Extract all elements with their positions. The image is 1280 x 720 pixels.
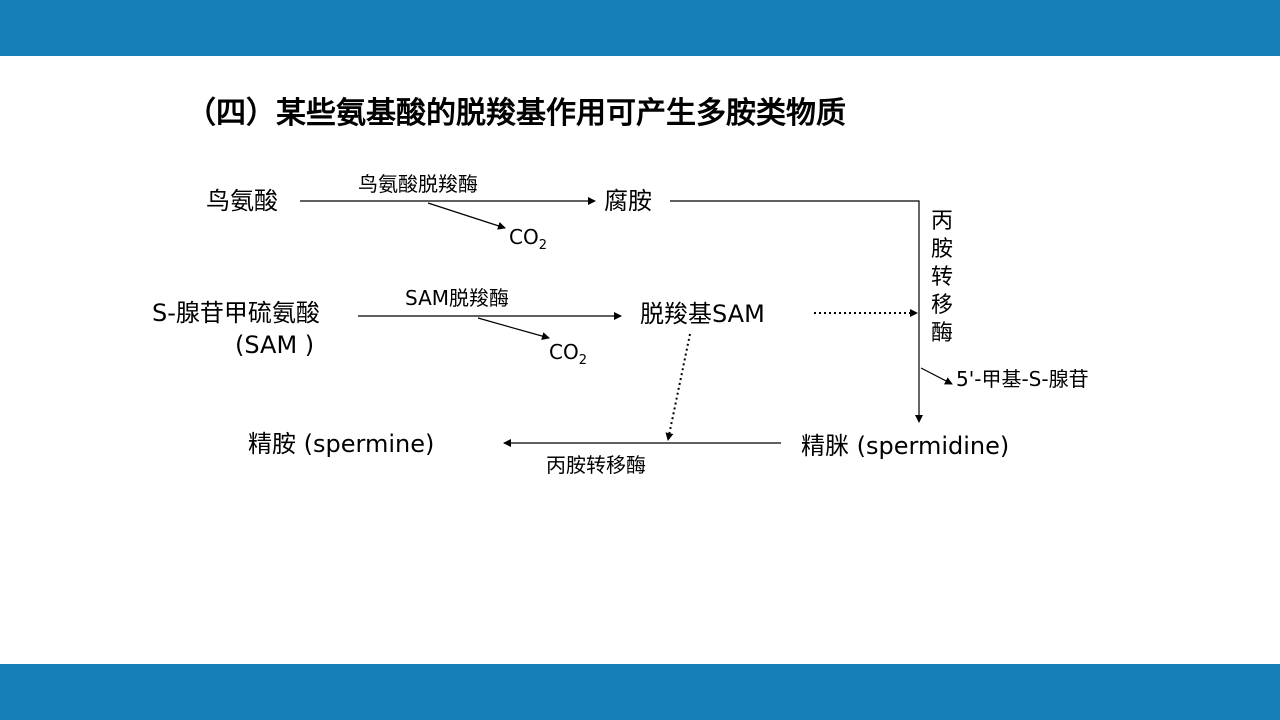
enzyme-samdc-label: SAM脱羧酶 — [405, 286, 510, 310]
node-dcsam: 脱羧基SAM — [640, 300, 765, 328]
arrow-putrescine-to-spermidine — [670, 200, 923, 423]
enzyme-aminopropyltransferase-vertical: 丙 胺 转 移 酶 — [930, 209, 953, 346]
node-ornithine: 鸟氨酸 — [206, 187, 278, 215]
slide-title: （四）某些氨基酸的脱羧基作用可产生多胺类物质 — [186, 96, 846, 131]
node-sam-line1: S-腺苷甲硫氨酸 — [152, 299, 320, 327]
node-sam-line2: (SAM ) — [235, 331, 315, 359]
footer-bar — [0, 664, 1280, 720]
header-bar — [0, 0, 1280, 56]
node-putrescine: 腐胺 — [604, 187, 652, 215]
enzyme-aminopropyltransferase-label: 丙胺转移酶 — [546, 453, 646, 477]
node-spermine: 精胺 (spermine) — [248, 430, 435, 458]
node-spermidine: 精脒 (spermidine) — [801, 432, 1010, 460]
arrow-mta-branch — [920, 367, 953, 385]
enzyme-odc-label: 鸟氨酸脱羧酶 — [358, 172, 478, 196]
co2-label-1: CO2 — [509, 225, 547, 253]
arrow-co2-branch-1 — [427, 202, 506, 230]
arrow-co2-branch-2 — [477, 317, 550, 340]
node-mta: 5'-甲基-S-腺苷 — [956, 367, 1089, 391]
arrow-dcsam-dotted-down — [665, 333, 691, 441]
co2-label-2: CO2 — [549, 340, 587, 368]
